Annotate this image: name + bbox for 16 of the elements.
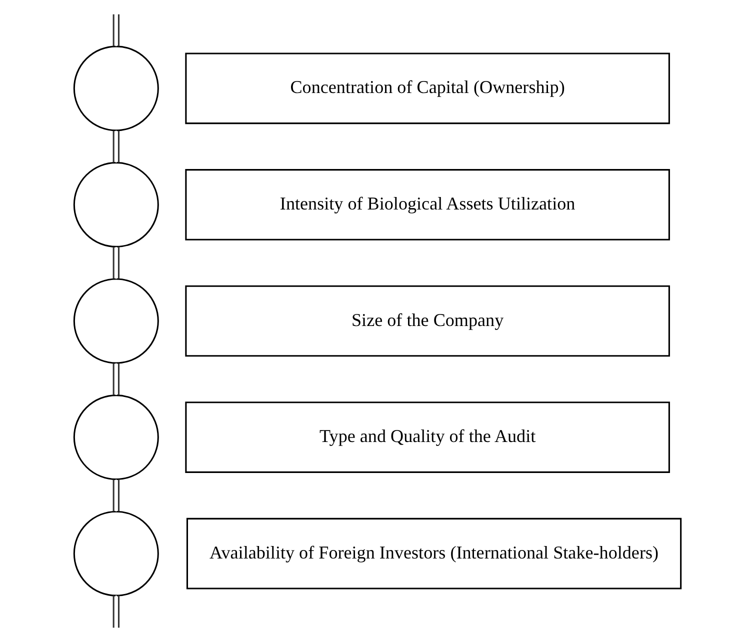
node-box: Concentration of Capital (Ownership) <box>184 52 670 124</box>
connector <box>112 130 120 162</box>
connector <box>112 363 120 396</box>
connector <box>112 480 120 512</box>
node-box: Type and Quality of the Audit <box>184 402 670 473</box>
node-box: Availability of Foreign Investors (International Stake-holders) <box>186 518 682 590</box>
node-circle <box>72 510 158 596</box>
connector <box>112 247 120 279</box>
node-circle <box>72 46 158 132</box>
node-circle <box>72 162 158 248</box>
node-circle <box>72 394 158 480</box>
connector <box>112 596 114 628</box>
node-box: Size of the Company <box>184 285 670 357</box>
node-circle <box>72 278 158 364</box>
connector <box>112 14 114 46</box>
node-box: Intensity of Biological Assets Utilization <box>184 169 670 240</box>
